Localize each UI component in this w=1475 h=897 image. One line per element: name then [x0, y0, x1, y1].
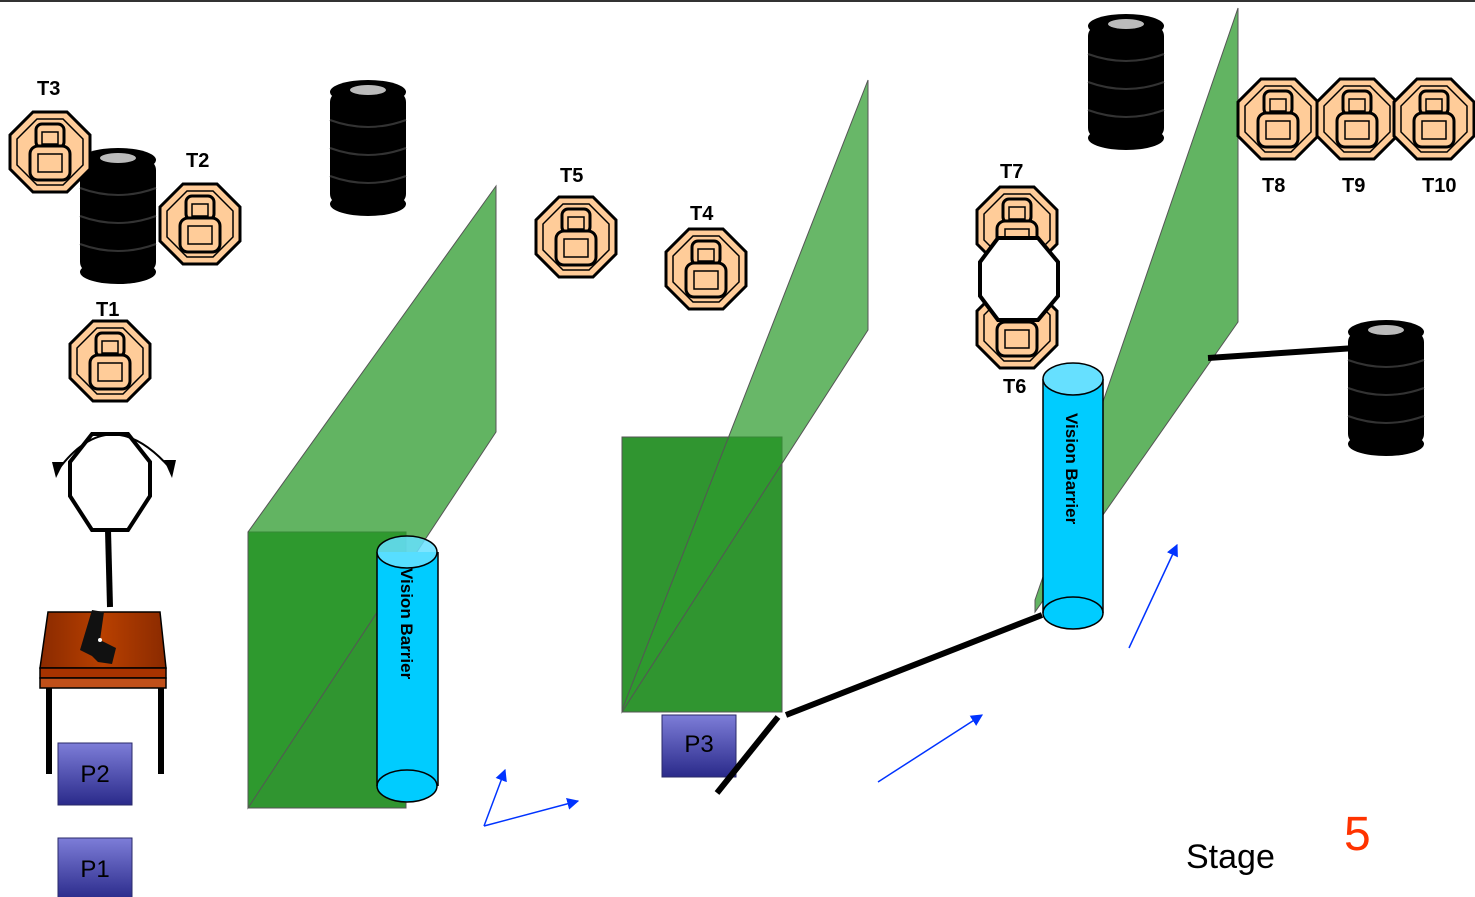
- movement-arrows-1: [483, 768, 580, 827]
- position-p3-label: P3: [684, 731, 713, 758]
- target-t1-label: T1: [96, 299, 119, 321]
- target-t1: [68, 319, 152, 403]
- vision-barrier-right-label: Vision Barrier: [1062, 413, 1081, 525]
- swinger-target: [978, 236, 1060, 322]
- pistol-icon: [80, 610, 116, 664]
- target-t6-label: T6: [1003, 376, 1026, 398]
- target-t3: [8, 110, 92, 194]
- barrel-stack-right-2: [1347, 319, 1425, 457]
- barrel-stack-left-2: [329, 79, 407, 217]
- position-p2-label: P2: [80, 761, 109, 788]
- vision-barrier-right: Vision Barrier: [1042, 362, 1104, 630]
- target-t2-label: T2: [186, 150, 209, 172]
- target-t5-label: T5: [560, 165, 583, 187]
- target-t4: [664, 227, 748, 311]
- barrel-stack-right-1: [1087, 13, 1165, 151]
- target-t8-label: T8: [1262, 175, 1285, 197]
- target-t7-label: T7: [1000, 161, 1023, 183]
- stage-number: 5: [1344, 808, 1371, 861]
- target-t10: [1392, 77, 1475, 161]
- target-t2: [158, 182, 242, 266]
- target-t9: [1315, 77, 1399, 161]
- position-p1-label: P1: [80, 856, 109, 883]
- start-table: [39, 611, 167, 774]
- target-t4-label: T4: [690, 203, 714, 225]
- target-t3-label: T3: [37, 78, 60, 100]
- target-t9-label: T9: [1342, 175, 1365, 197]
- rotation-arrows-icon: [52, 433, 176, 478]
- turning-target: [68, 432, 152, 608]
- wall-2: [621, 79, 869, 714]
- movement-arrow-3: [1128, 543, 1178, 649]
- wall-1: [247, 184, 497, 810]
- vision-barrier-left-label: Vision Barrier: [397, 568, 416, 680]
- vision-barrier-left: Vision Barrier: [376, 535, 439, 803]
- target-t10-label: T10: [1422, 175, 1456, 197]
- target-t5: [534, 195, 618, 279]
- fault-line-right: [1207, 345, 1356, 361]
- movement-arrow-2: [877, 714, 984, 783]
- fault-line: [714, 612, 1044, 795]
- target-t8: [1236, 77, 1320, 161]
- stage-label: Stage: [1186, 838, 1275, 876]
